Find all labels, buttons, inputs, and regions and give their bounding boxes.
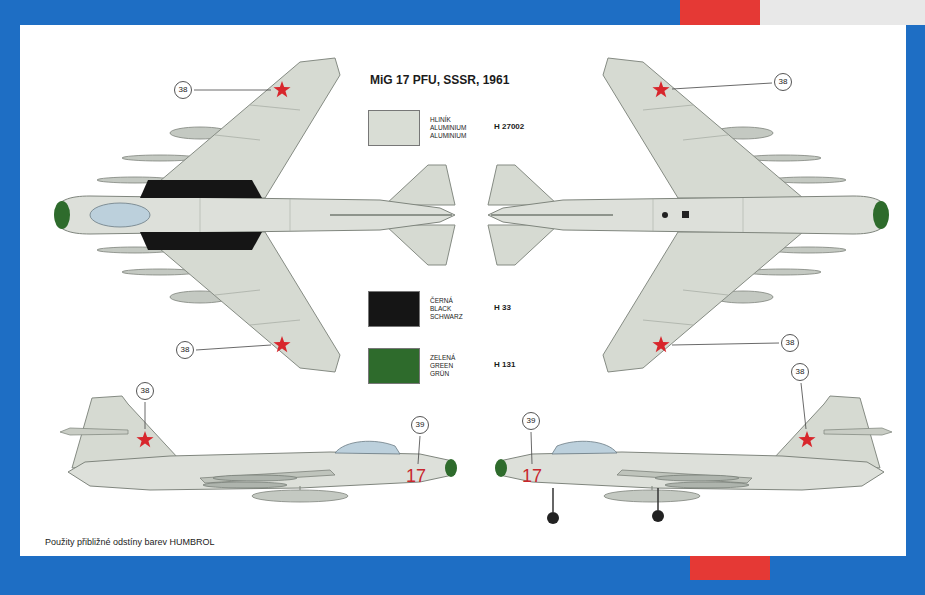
guide-title: MiG 17 PFU, SSSR, 1961 (370, 73, 509, 87)
callout-circle: 39 (411, 416, 429, 434)
callout-number: 38 (179, 86, 188, 94)
paint-code: H 131 (494, 361, 515, 369)
callout-circle: 38 (176, 341, 194, 359)
callout-circle: 38 (791, 363, 809, 381)
aircraft-number: 17 (406, 467, 426, 485)
color-swatch (368, 110, 420, 146)
callout-number: 38 (779, 78, 788, 86)
color-swatch (368, 348, 420, 384)
color-name: ZELENÁ GREEN GRÜN (430, 354, 472, 378)
paint-code: H 33 (494, 304, 511, 312)
callout-number: 39 (416, 421, 425, 429)
color-name: ČERNÁ BLACK SCHWARZ (430, 297, 472, 321)
aircraft-number: 17 (522, 467, 542, 485)
callout-number: 38 (181, 346, 190, 354)
callout-circle: 39 (522, 412, 540, 430)
paint-code: H 27002 (494, 123, 524, 131)
callout-number: 38 (786, 339, 795, 347)
color-swatch (368, 291, 420, 327)
callout-number: 39 (527, 417, 536, 425)
paint-note: Použity přibližné odstíny barev HUMBROL (45, 538, 215, 547)
callout-circle: 38 (136, 382, 154, 400)
callout-circle: 38 (174, 81, 192, 99)
color-name: HLINÍK ALUMINIUM ALUMINIUM (430, 116, 472, 140)
callout-circle: 38 (781, 334, 799, 352)
callout-number: 38 (141, 387, 150, 395)
legend-row: HLINÍK ALUMINIUM ALUMINIUM (368, 110, 472, 146)
callout-number: 38 (796, 368, 805, 376)
legend-row: ZELENÁ GREEN GRÜN (368, 348, 472, 384)
legend-row: ČERNÁ BLACK SCHWARZ (368, 291, 472, 327)
callout-circle: 38 (774, 73, 792, 91)
